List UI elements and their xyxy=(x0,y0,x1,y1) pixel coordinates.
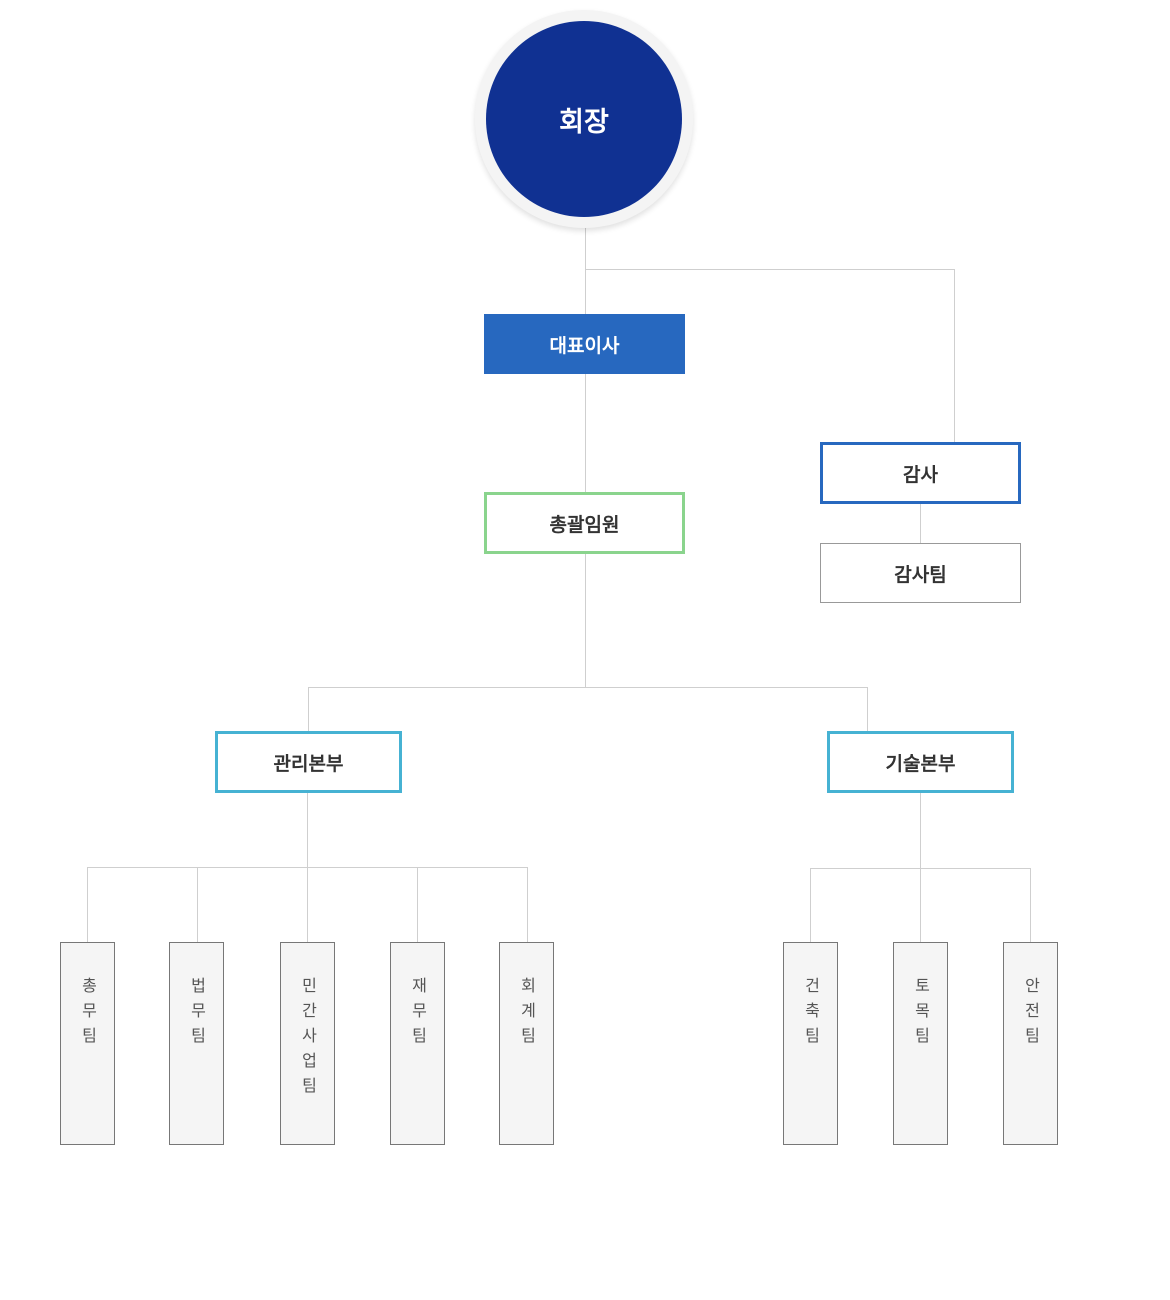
management-division-node: 관리본부 xyxy=(215,731,402,793)
connector xyxy=(308,687,309,732)
team-label: 안전팀 xyxy=(1021,977,1041,1052)
team-node: 토목팀 xyxy=(893,942,948,1145)
connector xyxy=(867,687,868,732)
team-label: 총무팀 xyxy=(78,977,98,1052)
team-node: 총무팀 xyxy=(60,942,115,1145)
team-node: 재무팀 xyxy=(390,942,445,1145)
connector xyxy=(585,269,955,270)
team-label: 건축팀 xyxy=(801,977,821,1052)
connector xyxy=(1030,868,1031,943)
connector xyxy=(417,867,418,943)
connector xyxy=(920,793,921,868)
team-label: 법무팀 xyxy=(187,977,207,1052)
connector xyxy=(920,868,921,943)
connector xyxy=(920,504,921,544)
team-node: 민간사업팀 xyxy=(280,942,335,1145)
connector xyxy=(527,867,528,943)
technology-division-node: 기술본부 xyxy=(827,731,1014,793)
connector xyxy=(585,228,586,687)
auditor-node: 감사 xyxy=(820,442,1021,504)
connector xyxy=(308,687,868,688)
connector xyxy=(954,269,955,443)
team-node: 안전팀 xyxy=(1003,942,1058,1145)
connector xyxy=(810,868,811,943)
team-label: 재무팀 xyxy=(408,977,428,1052)
chairman-node: 회장 xyxy=(486,21,682,217)
team-label: 토목팀 xyxy=(911,977,931,1052)
team-label: 민간사업팀 xyxy=(298,977,318,1102)
audit-team-node: 감사팀 xyxy=(820,543,1021,603)
team-node: 법무팀 xyxy=(169,942,224,1145)
connector xyxy=(87,867,88,943)
executive-node: 총괄임원 xyxy=(484,492,685,554)
ceo-node: 대표이사 xyxy=(484,314,685,374)
team-node: 회계팀 xyxy=(499,942,554,1145)
team-node: 건축팀 xyxy=(783,942,838,1145)
connector xyxy=(307,867,308,943)
team-label: 회계팀 xyxy=(517,977,537,1052)
connector xyxy=(197,867,198,943)
connector xyxy=(307,793,308,868)
